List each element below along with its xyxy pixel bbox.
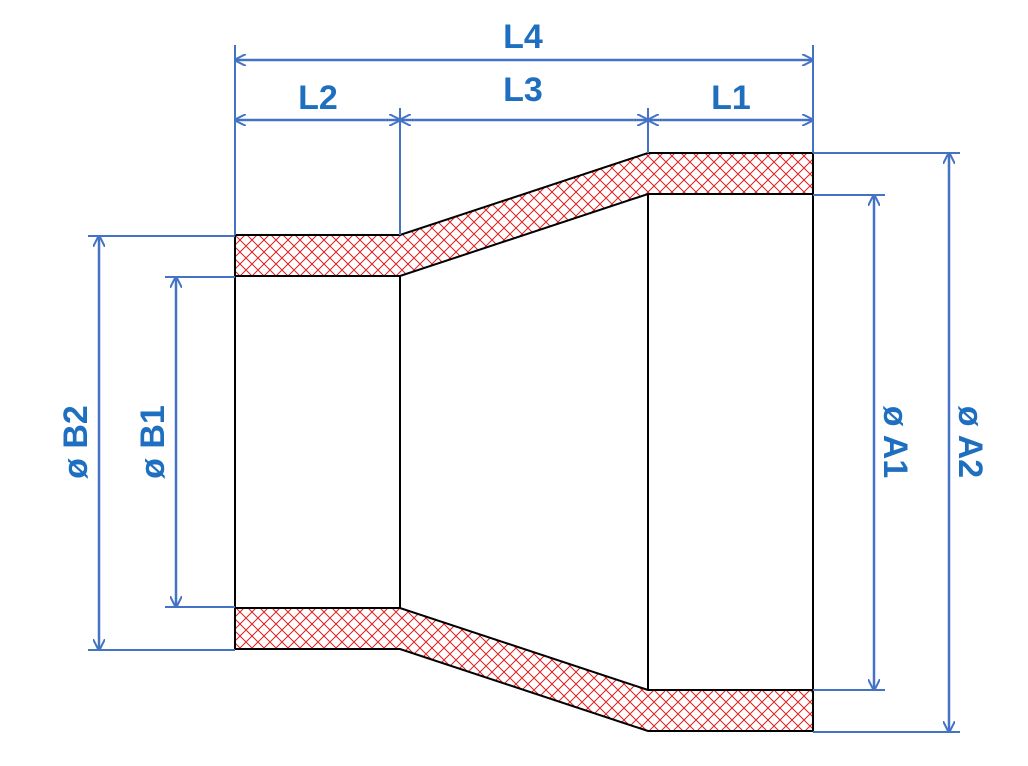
label-l1: L1 <box>711 79 751 117</box>
label-b1: ø B1 <box>134 405 172 479</box>
label-l4: L4 <box>503 18 543 56</box>
label-l2: L2 <box>298 79 338 117</box>
label-b2: ø B2 <box>57 405 95 479</box>
label-l3: L3 <box>503 71 543 109</box>
bore-outline <box>234 194 814 690</box>
label-a2: ø A2 <box>951 406 989 478</box>
dimension-lines <box>99 60 949 732</box>
extension-lines <box>88 45 960 733</box>
label-a1: ø A1 <box>876 406 914 478</box>
top-wall-section <box>234 152 814 277</box>
bottom-wall-section <box>234 607 814 732</box>
